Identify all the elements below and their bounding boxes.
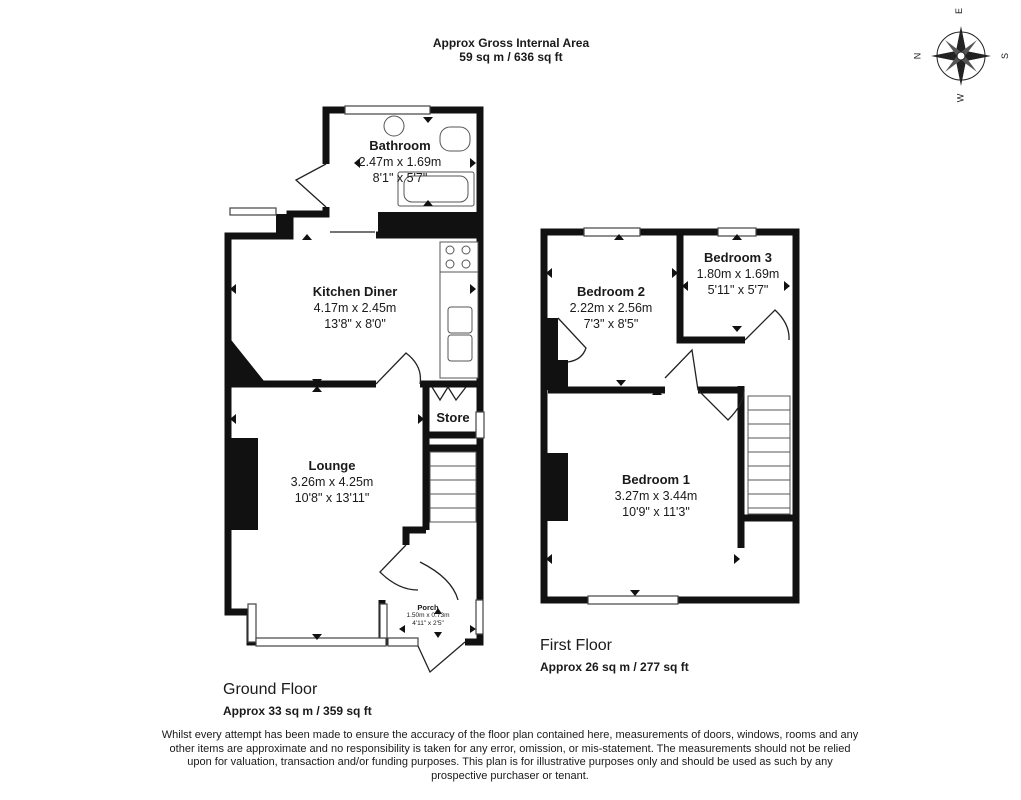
compass-rose-icon (931, 26, 991, 86)
porch-imperial: 4'11" x 2'5" (412, 620, 444, 627)
ground-floor-doors (294, 163, 467, 674)
porch-metric: 1.50m x 0.73m (406, 612, 450, 619)
lounge-metric: 3.26m x 4.25m (290, 475, 374, 489)
bedroom-1-metric: 3.27m x 3.44m (614, 489, 698, 503)
kitchen-diner-imperial: 13'8" x 8'0" (324, 317, 386, 331)
bedroom-1-imperial: 10'9" x 11'3" (622, 505, 690, 519)
ground-floor-fixtures (383, 115, 479, 523)
first-floor-solid-blocks (544, 318, 568, 521)
first-floor-area: Approx 26 sq m / 277 sq ft (540, 660, 689, 674)
compass-label-left: N (912, 52, 923, 60)
bedroom-2-metric: 2.22m x 2.56m (569, 301, 653, 315)
kitchen-diner-metric: 4.17m x 2.45m (313, 301, 397, 315)
lounge-imperial: 10'8" x 13'11" (294, 491, 370, 505)
bedroom-1-name: Bedroom 1 (622, 472, 690, 487)
ground-floor-solid-blocks (228, 212, 480, 530)
ground-floor-area: Approx 33 sq m / 359 sq ft (223, 704, 372, 718)
gross-area-heading: Approx Gross Internal Area (432, 36, 590, 50)
bathroom-imperial: 8'1" x 5'7" (372, 171, 428, 185)
porch-name: Porch (417, 603, 439, 612)
gross-area-value: 59 sq m / 636 sq ft (459, 50, 563, 64)
first-floor-stairs (747, 395, 791, 515)
bedroom-3-metric: 1.80m x 1.69m (696, 267, 780, 281)
bedroom-3-name: Bedroom 3 (704, 250, 772, 265)
ground-floor-title: Ground Floor (223, 681, 318, 698)
compass-label-top: E (954, 7, 965, 15)
compass-label-right: S (1000, 52, 1011, 60)
bedroom-3-imperial: 5'11" x 5'7" (707, 283, 769, 297)
disclaimer-text: Whilst every attempt has been made to en… (161, 729, 859, 782)
bedroom-2-imperial: 7'3" x 8'5" (583, 317, 639, 331)
first-floor-doors (557, 309, 790, 421)
bedroom-2-name: Bedroom 2 (577, 284, 645, 299)
ground-floor-windows (229, 105, 485, 647)
first-floor-title: First Floor (540, 637, 612, 654)
compass-label-bottom: W (955, 93, 966, 103)
measurement-arrows (230, 117, 790, 640)
bathroom-name: Bathroom (369, 138, 431, 153)
store-name: Store (436, 410, 470, 425)
bathroom-metric: 2.47m x 1.69m (358, 155, 442, 169)
lounge-name: Lounge (308, 458, 356, 473)
kitchen-diner-name: Kitchen Diner (312, 284, 398, 299)
